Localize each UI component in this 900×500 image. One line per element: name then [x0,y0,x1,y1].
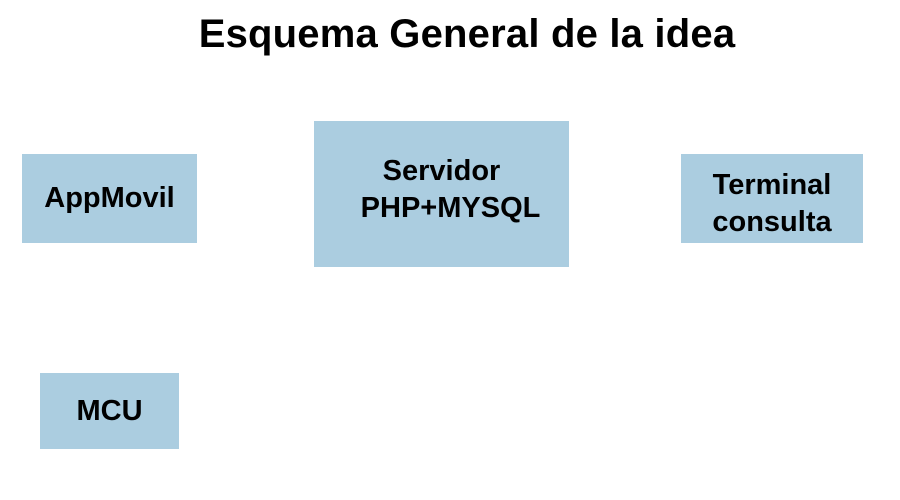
terminal-label-line2: consulta [712,205,832,238]
servidor-label-line1: Servidor [382,155,501,187]
terminal-label-line1: Terminal [712,168,832,201]
diagram-title: Esquema General de la idea [198,12,736,56]
appmovil-label: AppMovil [44,182,175,214]
appmovil-box: AppMovil [22,154,197,243]
servidor-label-line2: PHP+MYSQL [360,192,541,224]
mcu-label: MCU [76,394,143,427]
mcu-box: MCU [40,373,179,449]
terminal-box: Terminal consulta [681,154,863,243]
servidor-box: Servidor PHP+MYSQL [314,121,569,267]
